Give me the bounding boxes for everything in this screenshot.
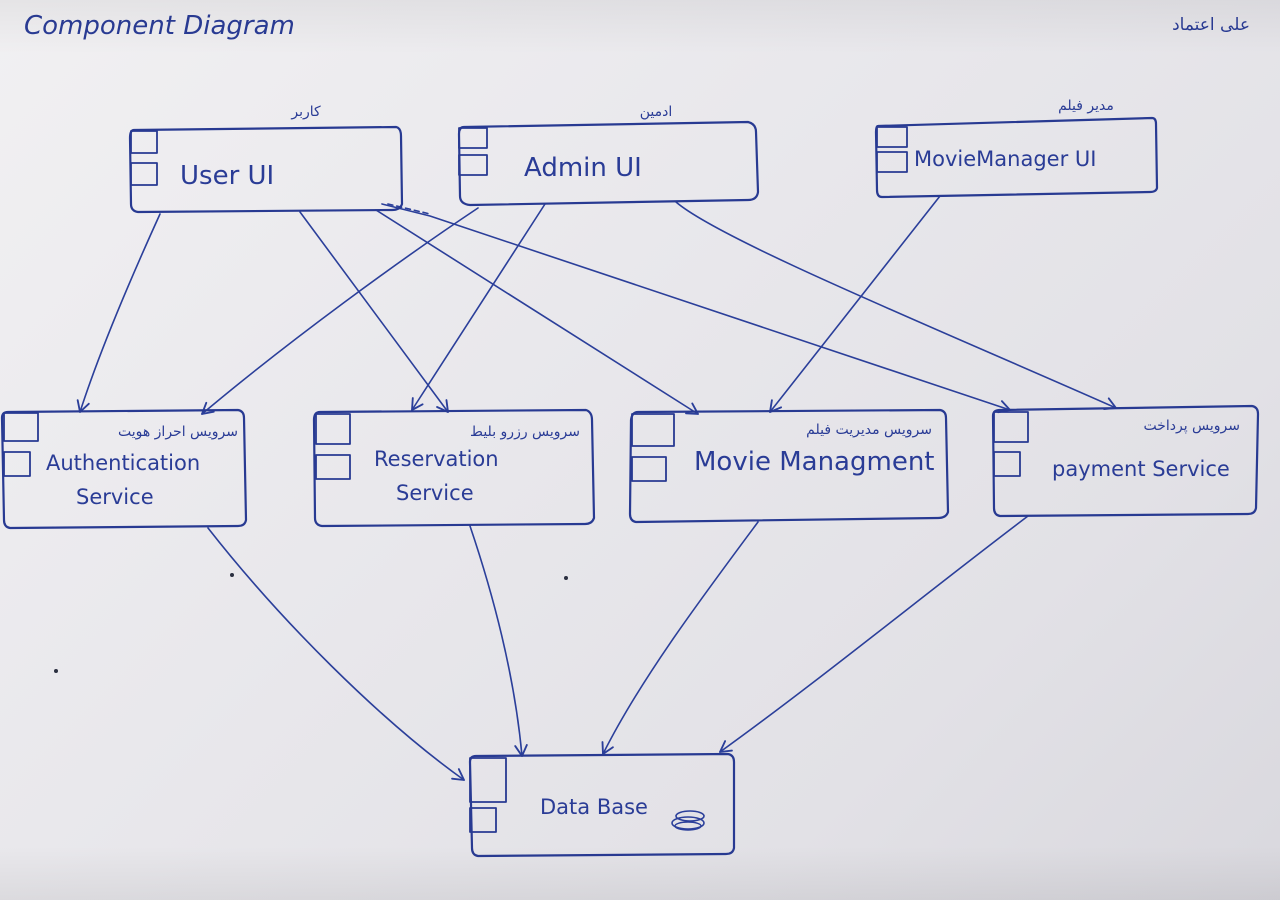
edge-movie-db <box>601 521 759 755</box>
edge-userui-payment-dash <box>387 203 431 215</box>
edge-moviemanagerui-movie <box>769 195 941 413</box>
movie-management-label: Movie Managment <box>694 447 935 477</box>
ink-speck <box>230 573 234 577</box>
user-ui-label: User UI <box>180 161 274 191</box>
moviemanager-ui-fa-label: مدیر فیلم <box>1058 98 1114 114</box>
edge-userui-payment <box>381 203 1011 414</box>
component-database: Data Base <box>468 752 736 858</box>
edge-adminui-payment <box>675 201 1117 411</box>
admin-ui-fa-label: ادمین <box>640 104 673 120</box>
reservation-service-label-line1: Reservation <box>374 447 499 471</box>
component-moviemanager-ui: مدیر فیلم MovieManager UI <box>874 98 1159 199</box>
edge-userui-reservation <box>299 211 449 413</box>
edge-payment-db <box>719 515 1029 753</box>
auth-service-label-line2: Service <box>76 485 154 509</box>
auth-service-label-line1: Authentication <box>46 451 200 475</box>
admin-ui-label: Admin UI <box>524 153 642 183</box>
component-user-ui: کاربر User UI <box>128 104 404 214</box>
edge-auth-db <box>207 527 465 781</box>
edge-userui-movie <box>375 209 699 415</box>
edge-userui-auth <box>76 213 161 413</box>
component-payment-service: سرویس پرداخت payment Service <box>991 404 1260 518</box>
payment-service-label: payment Service <box>1052 457 1230 481</box>
database-icon <box>671 810 705 831</box>
author-signature: علی اعتماد <box>1172 15 1250 35</box>
component-admin-ui: ادمین Admin UI <box>457 104 760 207</box>
payment-service-fa-label: سرویس پرداخت <box>1143 418 1240 434</box>
movie-management-fa-label: سرویس مدیریت فیلم <box>806 422 932 438</box>
component-authentication-service: سرویس احراز هویت Authentication Service <box>0 408 248 530</box>
database-label: Data Base <box>540 795 648 819</box>
component-movie-management: سرویس مدیریت فیلم Movie Managment <box>628 408 950 524</box>
edge-adminui-reservation <box>411 203 546 411</box>
ink-speck <box>564 576 568 580</box>
edge-reservation-db <box>469 525 528 757</box>
moviemanager-ui-label: MovieManager UI <box>914 147 1096 171</box>
reservation-service-fa-label: سرویس رزرو بلیط <box>470 424 580 440</box>
component-reservation-service: سرویس رزرو بلیط Reservation Service <box>312 408 596 528</box>
diagram-title: Component Diagram <box>24 11 295 41</box>
edge-adminui-auth <box>201 207 479 415</box>
auth-service-fa-label: سرویس احراز هویت <box>118 424 238 440</box>
reservation-service-label-line2: Service <box>396 481 474 505</box>
ink-speck <box>54 669 58 673</box>
user-ui-fa-label: کاربر <box>290 104 321 120</box>
